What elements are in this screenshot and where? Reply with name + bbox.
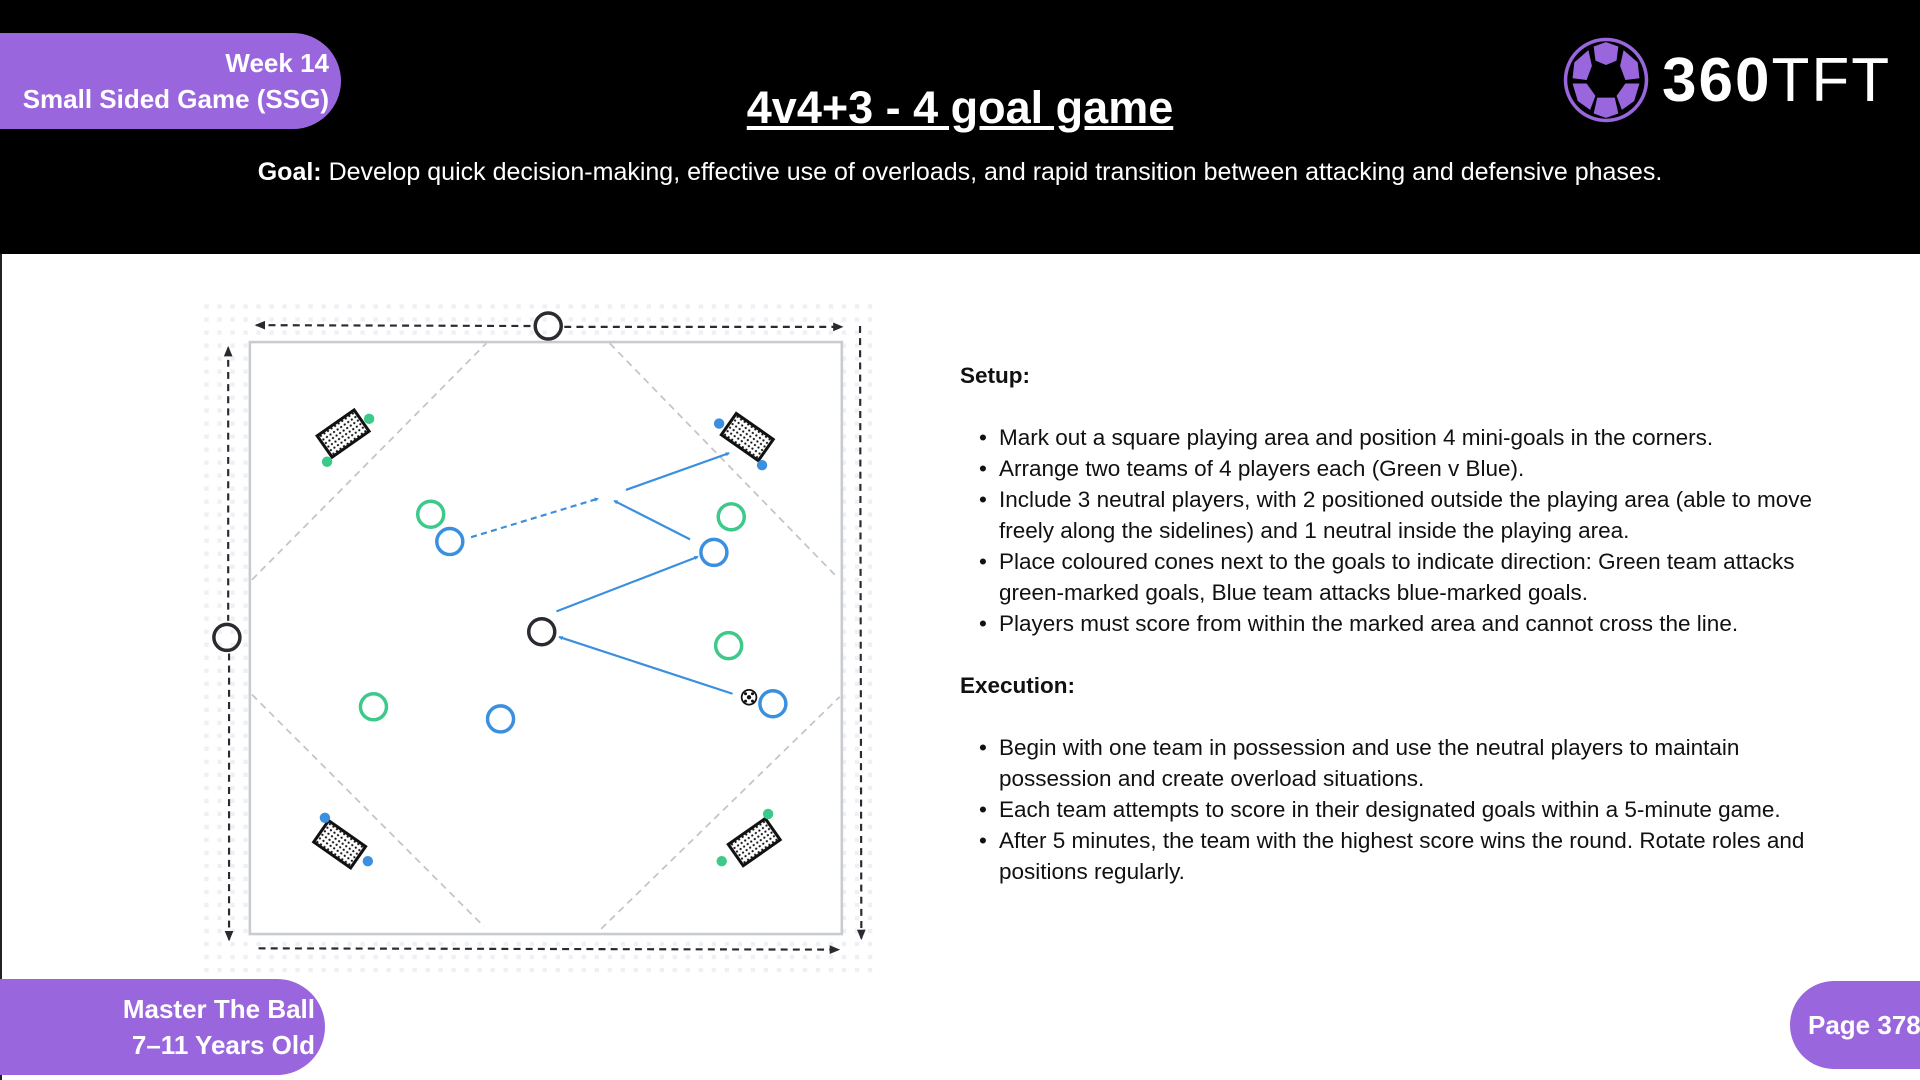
page-title: 4v4+3 - 4 goal game [746,82,1174,133]
list-item: Players must score from within the marke… [960,608,1840,639]
execution-heading: Execution: [960,673,1076,698]
week-badge: Week 14 Small Sided Game (SSG) [0,33,341,129]
list-item: Each team attempts to score in their des… [960,794,1840,825]
execution-list: Begin with one team in possession and us… [960,732,1840,887]
neutral-player [212,622,242,653]
goal-text: Develop quick decision-making, effective… [321,158,1663,186]
mini-goal-top-left [315,407,372,460]
goal-label: Goal: [257,158,322,186]
blue-cone [756,460,768,471]
green-cone [762,808,774,820]
category-label: Small Sided Game (SSG) [22,84,329,114]
program-name: Master The Ball [122,994,315,1024]
blue-player [758,689,788,719]
list-item: Arrange two teams of 4 players each (Gre… [960,453,1840,484]
pass-arrow [556,555,699,613]
soccer-ball-icon [1563,37,1649,123]
green-player [358,692,389,722]
dribble-arrow [470,497,599,539]
mini-goal-bottom-right [726,816,783,868]
blue-player [699,537,729,568]
list-item: Begin with one team in possession and us… [960,732,1840,794]
shot-arrow [625,452,730,491]
blue-cone [362,855,374,867]
setup-heading: Setup: [960,363,1030,388]
scoring-zone-lines [251,342,841,930]
run-arrow [613,499,691,541]
logo: 360TFT [1562,36,1891,124]
mini-goal-top-right [719,411,776,463]
neutral-player [533,311,563,341]
ball-icon [740,689,758,706]
green-player [415,499,446,529]
top-sideline-path [254,320,532,330]
green-cone [363,413,375,425]
logo-text: 360TFT [1662,45,1892,115]
list-item: Place coloured cones next to the goals t… [960,546,1840,608]
list-item: After 5 minutes, the team with the highe… [960,825,1840,887]
blue-player [485,704,516,734]
drill-diagram [200,300,880,980]
instructions: Setup: Mark out a square playing area an… [960,360,1840,918]
pass-arrow [558,635,733,695]
blue-cone [713,418,725,429]
week-label: Week 14 [225,48,329,78]
setup-list: Mark out a square playing area and posit… [960,422,1840,639]
program-badge: Master The Ball 7–11 Years Old [0,979,325,1075]
green-player [713,630,744,661]
neutral-player [526,617,557,647]
blue-player [435,526,465,557]
list-item: Mark out a square playing area and posit… [960,422,1840,453]
right-sideline-path [856,326,866,941]
age-group: 7–11 Years Old [131,1030,315,1060]
page-edge [0,254,2,1080]
green-cone [716,855,727,867]
pass-arrows [470,452,733,695]
goal-statement: Goal: Develop quick decision-making, eff… [0,158,1920,187]
mini-goal-bottom-left [311,818,368,870]
list-item: Include 3 neutral players, with 2 positi… [960,484,1840,546]
green-player [716,502,746,532]
page-number: Page 378 [1790,981,1920,1069]
blue-cone [319,812,331,824]
green-cone [321,456,333,467]
